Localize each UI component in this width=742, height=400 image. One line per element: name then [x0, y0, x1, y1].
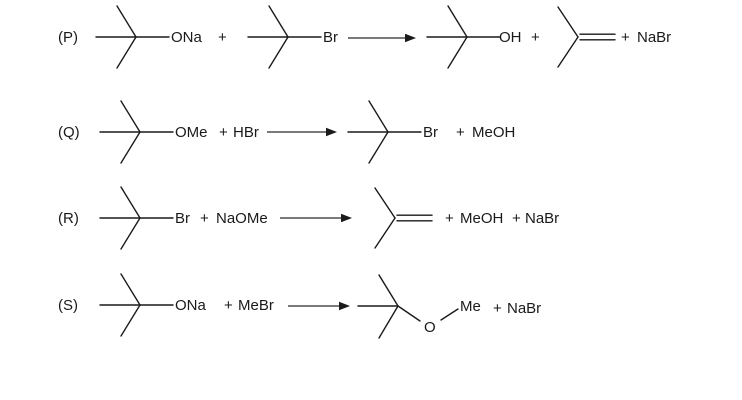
plus-sign: + [456, 124, 465, 141]
plus-sign: + [219, 124, 228, 141]
r-byproduct2: NaBr [525, 210, 559, 227]
row-label-s: (S) [58, 297, 78, 314]
tert-butyl-skeleton [99, 273, 174, 337]
tert-butyl-skeleton [95, 5, 170, 69]
plus-sign: + [200, 210, 209, 227]
q-product1-substituent: Br [423, 124, 438, 141]
p-reactant2-substituent: Br [323, 29, 338, 46]
reaction-arrow [288, 301, 350, 311]
reaction-row-q: (Q) OMe + HBr Br + MeOH [58, 100, 515, 164]
reaction-arrow [348, 33, 416, 43]
reaction-row-p: (P) ONa + Br OH + + NaBr [58, 5, 671, 69]
p-byproduct: NaBr [637, 29, 671, 46]
p-product1-substituent: OH [499, 29, 522, 46]
tert-butyl-methyl-ether-skeleton [357, 274, 459, 339]
s-ether-oxygen: O [424, 319, 436, 336]
reaction-arrow [280, 213, 352, 223]
s-ether-methyl: Me [460, 298, 481, 315]
r-reagent: NaOMe [216, 210, 268, 227]
plus-sign: + [621, 29, 630, 46]
tert-butyl-skeleton [99, 100, 174, 164]
s-reactant1-substituent: ONa [175, 297, 207, 314]
plus-sign: + [493, 300, 502, 317]
plus-sign: + [224, 297, 233, 314]
plus-sign: + [218, 29, 227, 46]
reaction-row-s: (S) ONa + MeBr O Me + NaBr [58, 273, 541, 339]
tert-butyl-skeleton [347, 100, 422, 164]
reaction-arrow [267, 127, 337, 137]
q-byproduct: MeOH [472, 124, 515, 141]
arrow-head-icon [405, 33, 416, 43]
r-byproduct1: MeOH [460, 210, 503, 227]
r-reactant1-substituent: Br [175, 210, 190, 227]
s-reagent: MeBr [238, 297, 274, 314]
tert-butyl-skeleton [426, 5, 501, 69]
arrow-head-icon [339, 301, 350, 311]
plus-sign: + [445, 210, 454, 227]
plus-sign: + [512, 210, 521, 227]
tert-butyl-skeleton [99, 186, 174, 250]
arrow-head-icon [341, 213, 352, 223]
s-byproduct: NaBr [507, 300, 541, 317]
plus-sign: + [531, 29, 540, 46]
q-reagent: HBr [233, 124, 259, 141]
tert-butyl-skeleton [247, 5, 322, 69]
row-label-p: (P) [58, 29, 78, 46]
isobutylene-skeleton [374, 187, 433, 249]
q-reactant1-substituent: OMe [175, 124, 208, 141]
isobutylene-skeleton [557, 6, 616, 68]
row-label-q: (Q) [58, 124, 80, 141]
arrow-head-icon [326, 127, 337, 137]
p-reactant1-substituent: ONa [171, 29, 203, 46]
row-label-r: (R) [58, 210, 79, 227]
reaction-row-r: (R) Br + NaOMe + MeOH + NaBr [58, 186, 559, 250]
